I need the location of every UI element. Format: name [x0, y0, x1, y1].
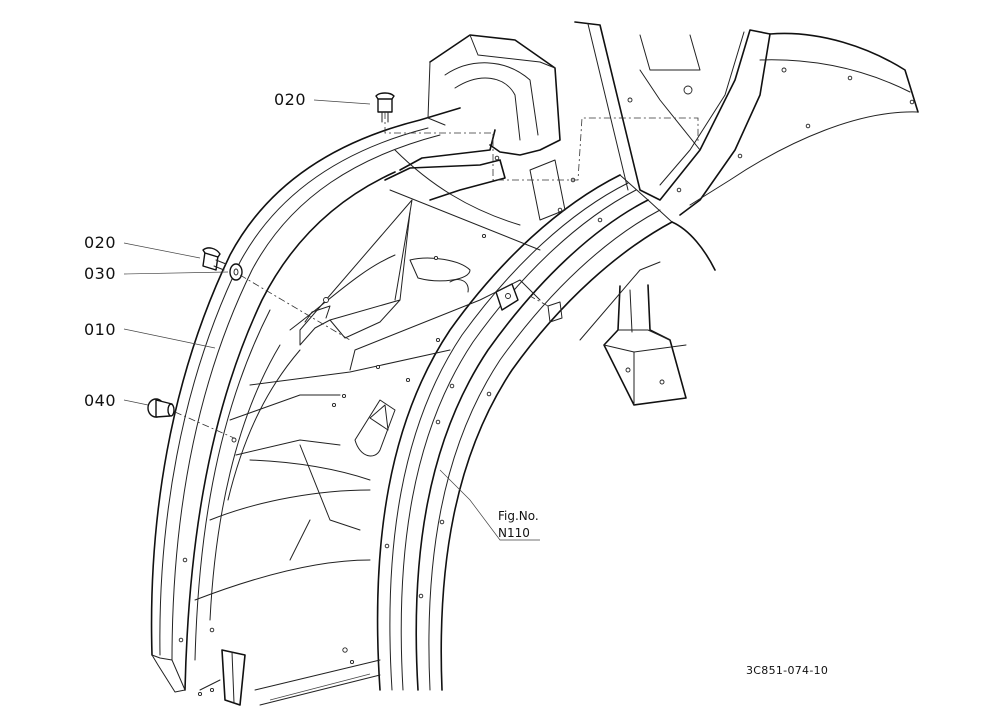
bolt-020-top: [375, 92, 395, 123]
callout-030: 030: [84, 264, 117, 283]
leader-lines: [123, 99, 540, 541]
lower-floor-rails: [197, 647, 381, 706]
figure-reference-number: N110: [498, 526, 530, 540]
washer-030: [229, 263, 243, 281]
callout-010: 010: [84, 320, 117, 339]
right-fender-frame: [574, 21, 919, 216]
figure-reference-label: Fig.No.: [498, 509, 539, 523]
plug-040: [147, 398, 175, 418]
callout-020-left: 020: [84, 233, 117, 252]
drawing-code: 3C851-074-10: [746, 664, 829, 677]
floor-deck: [194, 149, 541, 633]
assembly-lines: [174, 112, 699, 439]
top-bracket: [427, 34, 576, 221]
right-post: [579, 261, 687, 406]
bolt-020-left: [202, 247, 227, 271]
inner-bracket: [299, 129, 506, 346]
panel-010: [150, 107, 461, 693]
main-frame-rib: [376, 174, 716, 691]
callout-020-top: 020: [274, 90, 307, 109]
callout-040: 040: [84, 391, 117, 410]
